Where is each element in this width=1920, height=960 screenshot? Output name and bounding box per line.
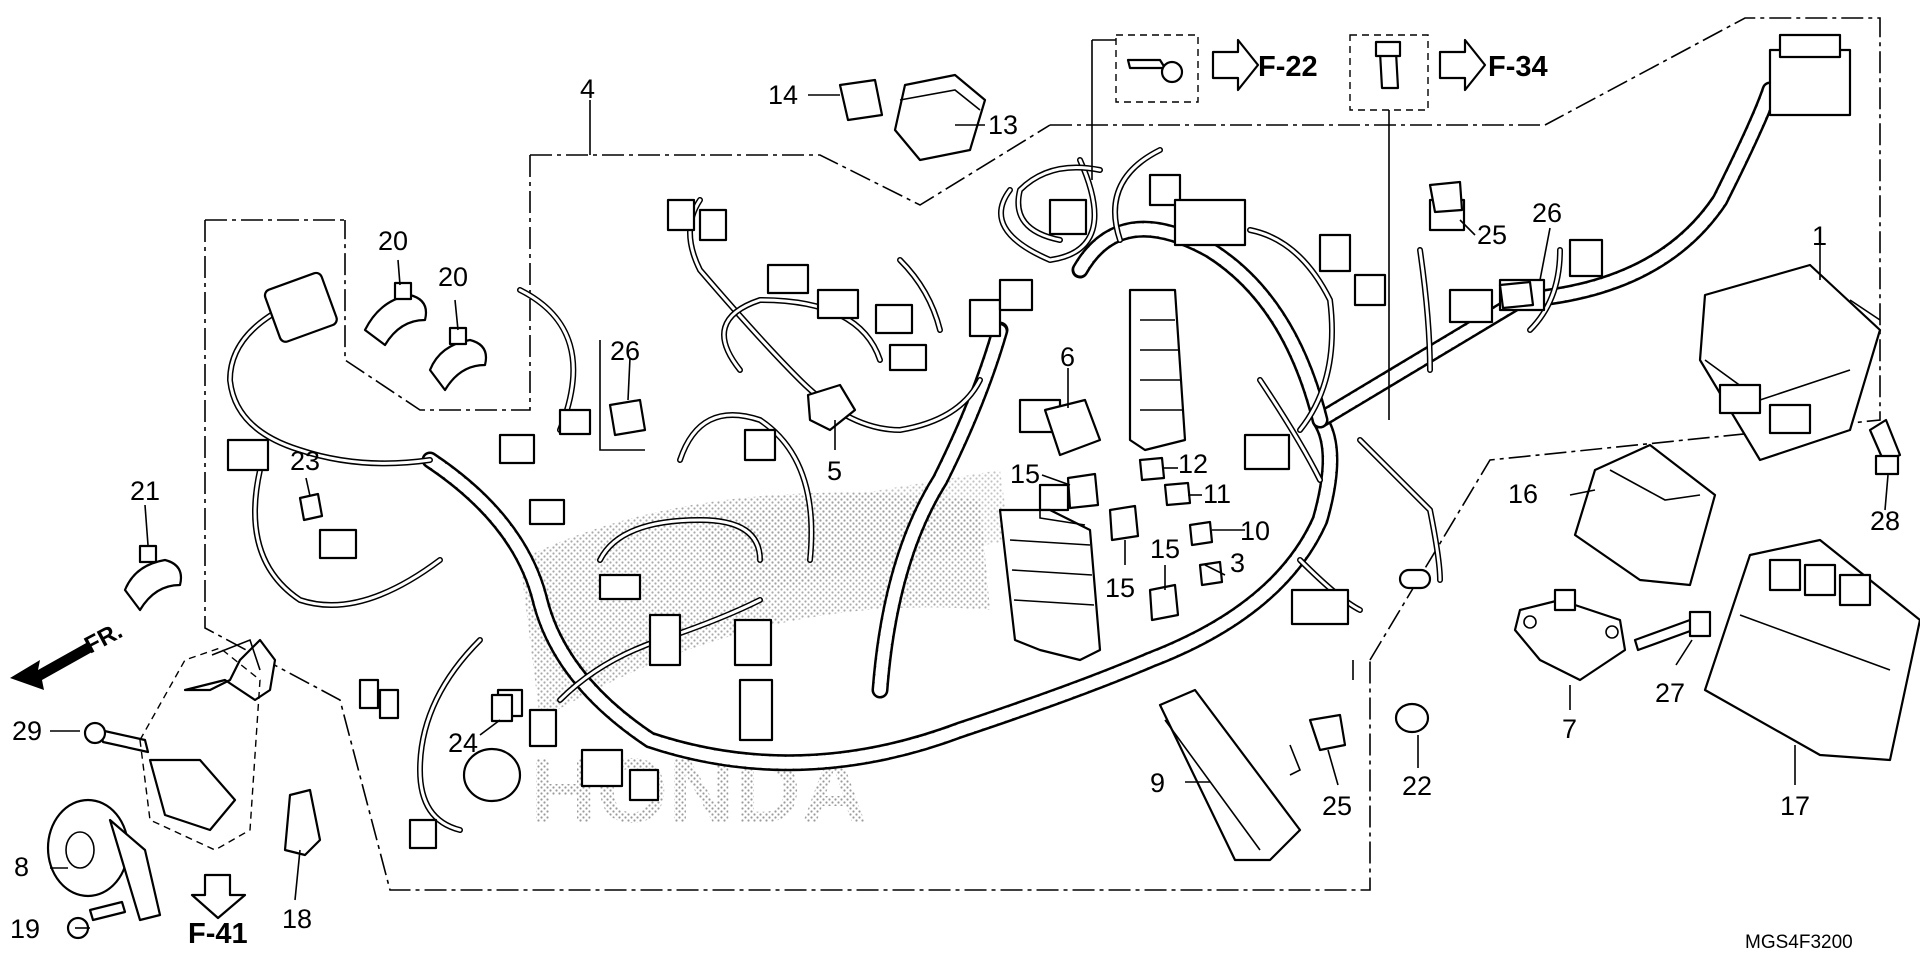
- callout-6[interactable]: 6: [1060, 342, 1075, 372]
- callout-26-b[interactable]: 26: [1532, 198, 1562, 228]
- assembly-boundary: [204, 17, 1881, 891]
- callout-3[interactable]: 3: [1230, 548, 1245, 578]
- arrow-to-f41: [190, 873, 247, 920]
- callout-13[interactable]: 13: [988, 110, 1018, 140]
- callout-21[interactable]: 21: [130, 476, 160, 506]
- callout-7[interactable]: 7: [1562, 714, 1577, 744]
- front-direction-indicator: FR.: [10, 617, 127, 690]
- main-wire-harness: [421, 81, 1779, 772]
- part-1-control-unit: [1698, 263, 1882, 462]
- callout-16[interactable]: 16: [1508, 479, 1538, 509]
- callout-9[interactable]: 9: [1150, 768, 1165, 798]
- callout-12[interactable]: 12: [1178, 449, 1208, 479]
- reference-bolts: [1091, 34, 1429, 420]
- parts-5-6: [806, 383, 1102, 457]
- diagram-code: MGS4F3200: [1745, 932, 1853, 953]
- callout-17[interactable]: 17: [1780, 791, 1810, 821]
- callout-25-a[interactable]: 25: [1322, 791, 1352, 821]
- callout-20-b[interactable]: 20: [438, 262, 468, 292]
- callout-23[interactable]: 23: [290, 446, 320, 476]
- callout-18[interactable]: 18: [282, 904, 312, 934]
- part-16-module: [1573, 443, 1717, 587]
- clips-23-24-26: [298, 280, 1535, 723]
- callout-25-b[interactable]: 25: [1477, 220, 1507, 250]
- fuse-box: [998, 288, 1187, 662]
- bolts-27-28: [1633, 418, 1902, 652]
- arrow-to-f34: [1438, 38, 1487, 92]
- callout-5[interactable]: 5: [827, 456, 842, 486]
- horn-bracket-region: [139, 647, 261, 851]
- callout-1[interactable]: 1: [1812, 221, 1827, 251]
- callout-10[interactable]: 10: [1240, 516, 1270, 546]
- callout-8[interactable]: 8: [14, 852, 29, 882]
- horn-assembly: [46, 638, 322, 940]
- harness-connectors: [226, 33, 1852, 850]
- callout-numbers: 1 3 4 5 6 7 8 9 10 11 12 13 14 15 15 15 …: [10, 74, 1900, 944]
- callout-22[interactable]: 22: [1402, 771, 1432, 801]
- callout-15-c[interactable]: 15: [1150, 534, 1180, 564]
- callout-20-a[interactable]: 20: [378, 226, 408, 256]
- part-17-ecu: [1703, 538, 1920, 762]
- clips-22-25: [1308, 180, 1464, 752]
- part-9-relay-box: [1158, 688, 1302, 862]
- callout-15-b[interactable]: 15: [1105, 573, 1135, 603]
- callout-15-a[interactable]: 15: [1010, 459, 1040, 489]
- callout-26-a[interactable]: 26: [610, 336, 640, 366]
- straps-20-21: [123, 281, 488, 612]
- ref-f41[interactable]: F-41: [188, 918, 248, 950]
- small-clips: [1066, 456, 1224, 622]
- grouping-brackets: [599, 340, 1354, 776]
- ref-f34[interactable]: F-34: [1488, 51, 1548, 83]
- callout-29[interactable]: 29: [12, 716, 42, 746]
- callout-4[interactable]: 4: [580, 74, 595, 104]
- callout-27[interactable]: 27: [1655, 678, 1685, 708]
- callout-11[interactable]: 11: [1203, 479, 1231, 509]
- reference-arrows: F-22 F-34 F-41: [188, 38, 1548, 950]
- callout-14[interactable]: 14: [768, 80, 798, 110]
- leader-lines: [50, 94, 1889, 929]
- arrow-to-f22: [1211, 38, 1260, 92]
- callout-19[interactable]: 19: [10, 914, 40, 944]
- ref-f22[interactable]: F-22: [1258, 51, 1318, 83]
- part-7-sensor: [1513, 588, 1627, 682]
- parts-13-14: [838, 73, 987, 162]
- callout-28[interactable]: 28: [1870, 506, 1900, 536]
- callout-24[interactable]: 24: [448, 728, 478, 758]
